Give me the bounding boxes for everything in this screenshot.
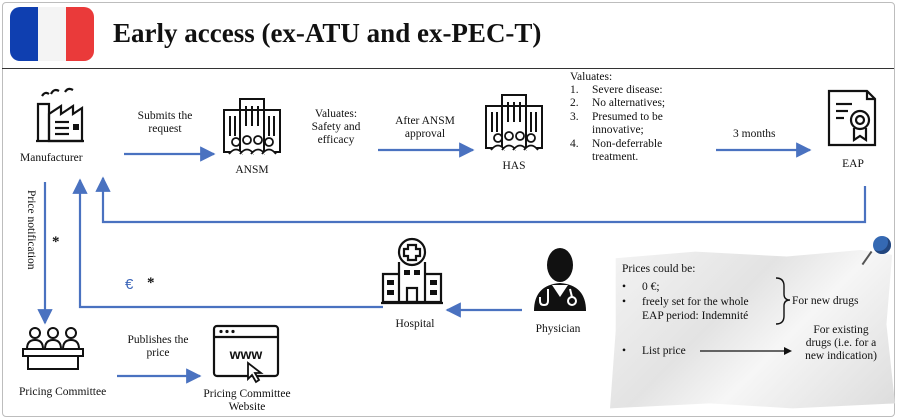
ansm-valuates-line2: Safety and [311,121,361,133]
submits-label-line1: Submits the [137,110,193,122]
flag-stripe-red [66,7,94,61]
ansm-label: ANSM [235,164,269,176]
pushpin-icon [873,236,891,254]
criterion-3-text-line2: innovative; [592,124,644,136]
criterion-4-text-line1: Non-deferrable [592,138,663,150]
price-notification-label: Price notification [25,190,37,270]
ansm-valuates-line1: Valuates: [314,108,358,120]
flag-stripe-blue [10,7,38,61]
has-label: HAS [502,160,526,172]
criterion-3-text-line1: Presumed to be [592,111,663,123]
committee-icon [22,327,84,370]
criterion-2-text: No alternatives; [592,97,666,109]
has-criteria-heading: Valuates: [570,71,613,83]
euro-label: € [125,276,134,293]
three-months-label: 3 months [733,128,776,140]
note-for-existing-line1: For existing [813,324,869,336]
website-label-line2: Website [228,401,266,413]
publishes-line2: price [146,347,170,359]
page-title: Early access (ex-ATU and ex-PEC-T) [113,18,542,48]
note-bullet-3: List price [642,345,686,357]
note-for-existing-line2: drugs (i.e. for a [805,337,877,349]
pricing-committee-label: Pricing Committee [19,386,107,398]
criterion-2-num: 2. [570,97,579,109]
flag-stripe-white [38,7,66,61]
note-arrow [700,347,792,355]
criterion-3-num: 3. [570,111,579,123]
www-glyph: www [229,346,263,362]
hospital-icon [381,237,443,305]
publishes-line1: Publishes the [127,334,189,346]
note-for-new-drugs: For new drugs [792,295,859,307]
website-icon: www [212,324,280,384]
after-ansm-label: After ANSM approval [380,115,470,141]
criterion-1-text: Severe disease: [592,84,663,96]
submits-label-line2: request [148,123,182,135]
note-bullet-1-dot: • [622,281,627,293]
note-bullet-2-line1: freely set for the whole [642,296,749,308]
note-for-existing-line3: new indication) [805,350,877,362]
certificate-icon [827,89,877,147]
after-ansm-line1: After ANSM [395,115,455,127]
hospital-label: Hospital [395,318,435,330]
manufacturer-label: Manufacturer [20,152,83,164]
ansm-valuates-label: Valuates: Safety and efficacy [300,108,372,147]
criterion-1-num: 1. [570,84,579,96]
factory-icon [36,87,84,143]
header-bar [2,2,894,69]
france-flag-icon [10,7,94,61]
note-bullet-2-line2: EAP period: Indemnité [642,310,749,322]
eap-label: EAP [842,158,864,170]
asterisk-price-notification: * [52,234,60,250]
website-label: Pricing Committee Website [185,388,309,414]
cursor-glyph [247,361,264,384]
criterion-4-text-line2: treatment. [592,151,639,163]
physician-icon [534,248,586,311]
ansm-building-icon [223,98,281,155]
note-brace [775,277,791,325]
asterisk-euro: * [147,275,155,291]
after-ansm-line2: approval [404,128,446,140]
submits-label: Submits the request [125,110,205,136]
note-heading: Prices could be: [622,263,696,275]
arrow-eap-to-manufacturer [95,176,867,224]
arrow-hospital-to-manufacturer [72,178,383,309]
price-note-paper [610,249,895,409]
ansm-valuates-line3: efficacy [317,134,355,146]
note-bullet-2-dot: • [622,296,627,308]
publishes-label: Publishes the price [120,334,196,360]
note-for-existing: For existing drugs (i.e. for a new indic… [790,324,892,363]
note-bullet-1: 0 €; [642,281,660,293]
has-building-icon [485,94,543,151]
note-bullet-3-dot: • [622,345,627,357]
physician-label: Physician [535,323,581,335]
criterion-4-num: 4. [570,138,579,150]
website-label-line1: Pricing Committee [203,388,291,400]
